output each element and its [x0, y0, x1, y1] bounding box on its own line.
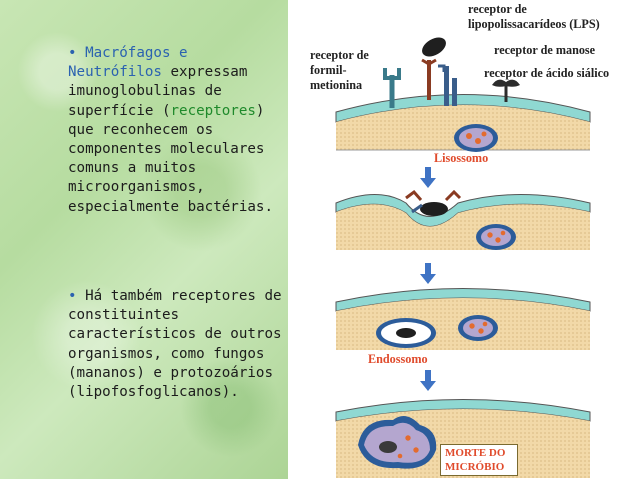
- lysosome-2-icon: [476, 224, 516, 250]
- label-sialico: receptor de ácido siálico: [484, 66, 610, 80]
- highlight-neutrofilos: Neutrófilos: [68, 64, 162, 81]
- lysosome-icon: [454, 124, 498, 152]
- lps-receptor-icon: [421, 37, 446, 100]
- stage-4-cell: [335, 399, 591, 478]
- bullet-marker-2: •: [68, 288, 77, 304]
- text-bullet-2: Há também receptores de constituintes ca…: [68, 288, 282, 401]
- text-part-1: expressam imunoglobulinas de superfície …: [68, 64, 248, 119]
- lysosome-3-icon: [458, 315, 498, 341]
- label-manose: receptor de manose: [494, 43, 596, 57]
- stage-1-cell: [335, 37, 591, 152]
- bullet-text-1: • Macrófagos e Neutrófilos expressam imu…: [68, 44, 283, 217]
- highlight-macrofagos: Macrófagos e: [85, 45, 188, 61]
- arrow-3-icon: [420, 370, 436, 391]
- label-lisossomo: Lisossomo: [434, 151, 489, 165]
- text-part-2: ) que reconhecem os componentes molecula…: [68, 102, 273, 215]
- formil-receptor-icon: [383, 68, 401, 108]
- manose-receptor-icon: [438, 64, 457, 106]
- arrow-1-icon: [420, 167, 436, 188]
- arrow-2-icon: [420, 263, 436, 284]
- endosome-icon: [376, 318, 436, 348]
- sialico-receptor-icon: [492, 79, 520, 102]
- left-panel: • Macrófagos e Neutrófilos expressam imu…: [0, 0, 288, 479]
- highlight-receptores: receptores: [170, 102, 256, 119]
- phagolysosome-icon: [358, 416, 437, 469]
- label-endossomo: Endossomo: [368, 352, 428, 366]
- phagocytosis-diagram: [335, 37, 591, 478]
- stage-2-cell: [335, 189, 591, 250]
- bullet-text-2: • Há também receptores de constituintes …: [68, 287, 283, 402]
- stage-3-cell: [335, 288, 591, 350]
- bullet-marker: •: [68, 45, 77, 61]
